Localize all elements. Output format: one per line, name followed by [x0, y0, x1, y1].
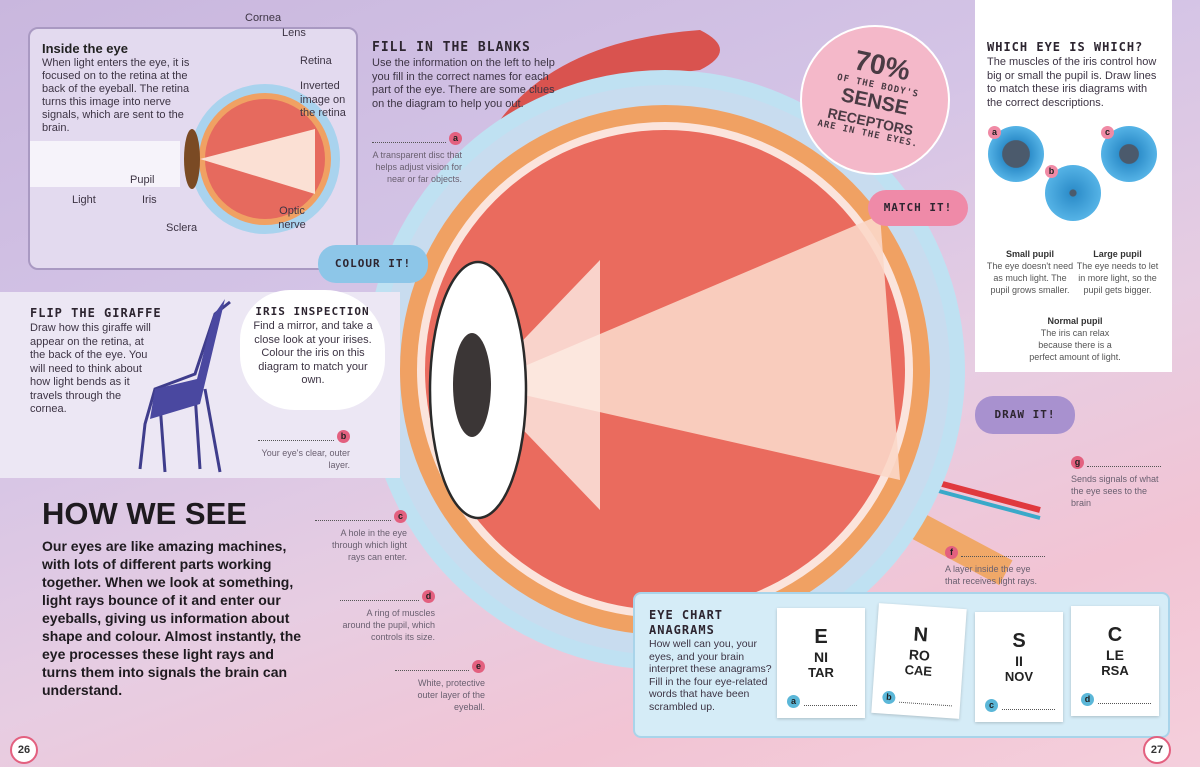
- inside-eye-body: When light enters the eye, it is focused…: [42, 57, 190, 134]
- label-sclera: Sclera: [166, 222, 198, 234]
- clue-text: A ring of muscles around the pupil, whic…: [342, 608, 435, 642]
- answer-field[interactable]: a: [787, 695, 857, 708]
- desc-title: Normal pupil: [1047, 316, 1103, 326]
- giraffe-illustration: [138, 299, 231, 473]
- clue-e[interactable]: e White, protective outer layer of the e…: [395, 660, 485, 713]
- page-title: HOW WE SEE: [42, 496, 247, 531]
- label-cornea: Cornea: [245, 12, 282, 24]
- desc-text: The iris can relax because there is a pe…: [1029, 328, 1121, 362]
- iris-inspection-title: Iris inspection: [255, 305, 370, 318]
- desc-text: The eye doesn't need as much light. The …: [986, 261, 1074, 295]
- desc-text: The eye needs to let in more light, so t…: [1076, 261, 1159, 295]
- colour-it-sticker: Colour it!: [318, 245, 428, 283]
- clue-f[interactable]: f A layer inside the eye that receives l…: [945, 546, 1045, 587]
- match-it-sticker: Match it!: [868, 190, 968, 226]
- which-eye-panel: Which eye is which? The muscles of the i…: [975, 0, 1172, 372]
- small-eye-diagram: [184, 84, 340, 234]
- fill-blanks-body: Use the information on the left to help …: [372, 57, 555, 110]
- iris-letter: c: [1101, 126, 1114, 139]
- answer-field[interactable]: c: [985, 699, 1055, 712]
- clue-text: Your eye's clear, outer layer.: [261, 448, 350, 470]
- clue-letter: b: [337, 430, 350, 443]
- label-pupil: Pupil: [130, 174, 155, 186]
- iris-a[interactable]: a: [988, 126, 1044, 182]
- light-rays: [480, 215, 900, 480]
- answer-field[interactable]: b: [881, 690, 953, 709]
- answer-field[interactable]: d: [1081, 693, 1151, 706]
- which-eye-title: Which eye is which?: [987, 40, 1144, 54]
- anagrams-title: Eye chart anagrams: [649, 608, 724, 637]
- label-optic-nerve: Optic nerve: [278, 205, 306, 231]
- iris-inspection-cloud: Iris inspection Find a mirror, and take …: [240, 290, 385, 410]
- label-light: Light: [72, 194, 96, 206]
- clue-letter: c: [394, 510, 407, 523]
- clue-letter: f: [945, 546, 958, 559]
- inside-eye-panel: Inside the eye When light enters the eye…: [28, 12, 358, 270]
- clue-text: A transparent disc that helps adjust vis…: [372, 150, 462, 184]
- label-lens: Lens: [282, 27, 306, 39]
- flip-giraffe-body: Draw how this giraffe will appear on the…: [30, 322, 151, 415]
- draw-it-sticker: Draw it!: [975, 396, 1075, 434]
- clue-text: Sends signals of what the eye sees to th…: [1071, 474, 1159, 508]
- iris-letter: a: [988, 126, 1001, 139]
- clue-letter: d: [422, 590, 435, 603]
- page-number-right: 27: [1143, 736, 1171, 764]
- fill-blanks-title: Fill in the blanks: [372, 40, 531, 55]
- clue-text: A hole in the eye through which light ra…: [331, 528, 407, 562]
- iris-c[interactable]: c: [1101, 126, 1157, 182]
- label-iris: Iris: [142, 194, 157, 206]
- iris-letter: b: [1045, 165, 1058, 178]
- clue-d[interactable]: d A ring of muscles around the pupil, wh…: [340, 590, 435, 643]
- clue-text: A layer inside the eye that receives lig…: [945, 564, 1038, 586]
- iris-b[interactable]: b: [1045, 165, 1101, 221]
- flip-giraffe-title: Flip the giraffe: [30, 306, 162, 320]
- desc-title: Small pupil: [1005, 249, 1054, 259]
- clue-g[interactable]: g Sends signals of what the eye sees to …: [1071, 456, 1161, 509]
- clue-a[interactable]: a A transparent disc that helps adjust v…: [372, 132, 462, 185]
- clue-letter: g: [1071, 456, 1084, 469]
- clue-c[interactable]: c A hole in the eye through which light …: [315, 510, 407, 563]
- inside-eye-title: Inside the eye: [42, 41, 128, 56]
- label-retina: Retina: [300, 55, 332, 67]
- iris-inspection-body: Find a mirror, and take a close look at …: [253, 320, 373, 386]
- pupil: [453, 333, 491, 437]
- anagrams-body: How well can you, your eyes, and your br…: [649, 638, 772, 713]
- clue-b[interactable]: b Your eye's clear, outer layer.: [258, 430, 350, 471]
- which-eye-body: The muscles of the iris control how big …: [987, 56, 1157, 109]
- clue-letter: e: [472, 660, 485, 673]
- anagrams-panel: Eye chart anagrams How well can you, you…: [633, 592, 1170, 738]
- clue-text: White, protective outer layer of the eye…: [417, 678, 485, 712]
- label-inverted-image: Inverted image on the retina: [300, 80, 346, 119]
- light-beam: [30, 141, 180, 187]
- intro-body: Our eyes are like amazing machines, with…: [42, 538, 302, 698]
- page-number-left: 26: [10, 736, 38, 764]
- desc-title: Large pupil: [1093, 249, 1142, 259]
- clue-letter: a: [449, 132, 462, 145]
